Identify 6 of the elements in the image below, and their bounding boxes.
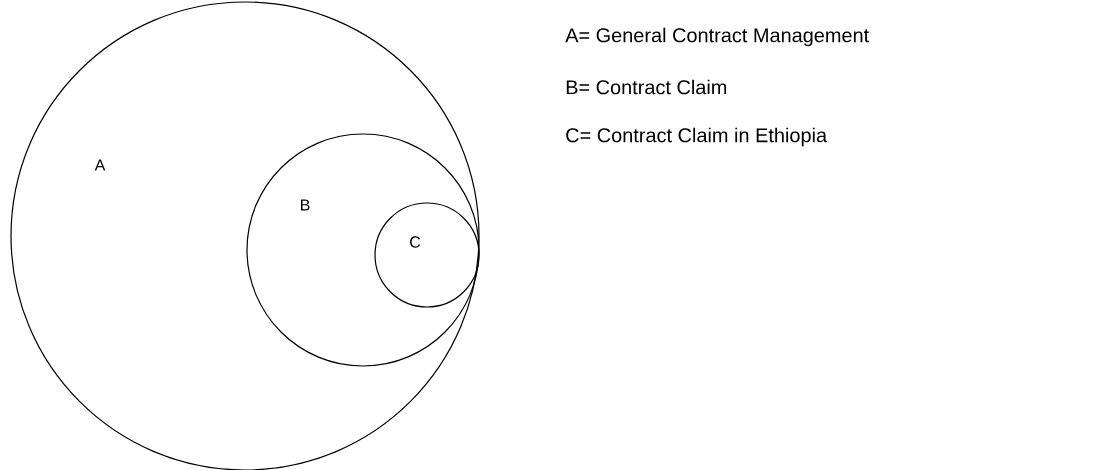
set-label: C: [410, 236, 421, 248]
legend-text: A= General Contract Management: [565, 27, 870, 47]
set-label: A: [94, 159, 106, 171]
legend-text: C= Contract Claim in Ethiopia: [566, 127, 828, 147]
set-label: B: [301, 199, 310, 211]
legend-text: B= Contract Claim: [566, 79, 727, 95]
